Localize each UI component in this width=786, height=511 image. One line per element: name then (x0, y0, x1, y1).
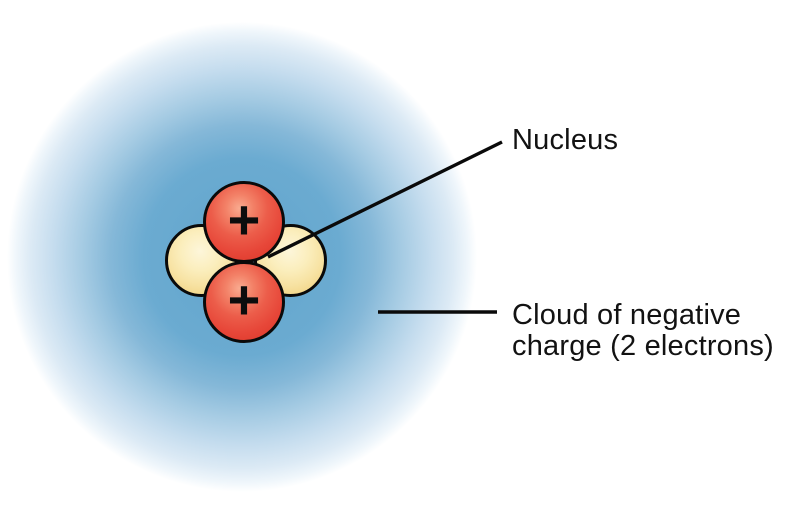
cloud-label-line1: Cloud of negative (512, 299, 742, 331)
cloud-label-line2: charge (2 electrons) (512, 330, 774, 362)
nucleus-pointer-line (267, 140, 503, 259)
cloud-label: Cloud of negative charge (2 electrons) (512, 300, 774, 362)
plus-icon: + (227, 268, 261, 331)
proton-bottom: + (203, 261, 285, 343)
proton-top: + (203, 181, 285, 263)
plus-icon: + (227, 188, 261, 251)
nucleus-label: Nucleus (512, 124, 619, 156)
